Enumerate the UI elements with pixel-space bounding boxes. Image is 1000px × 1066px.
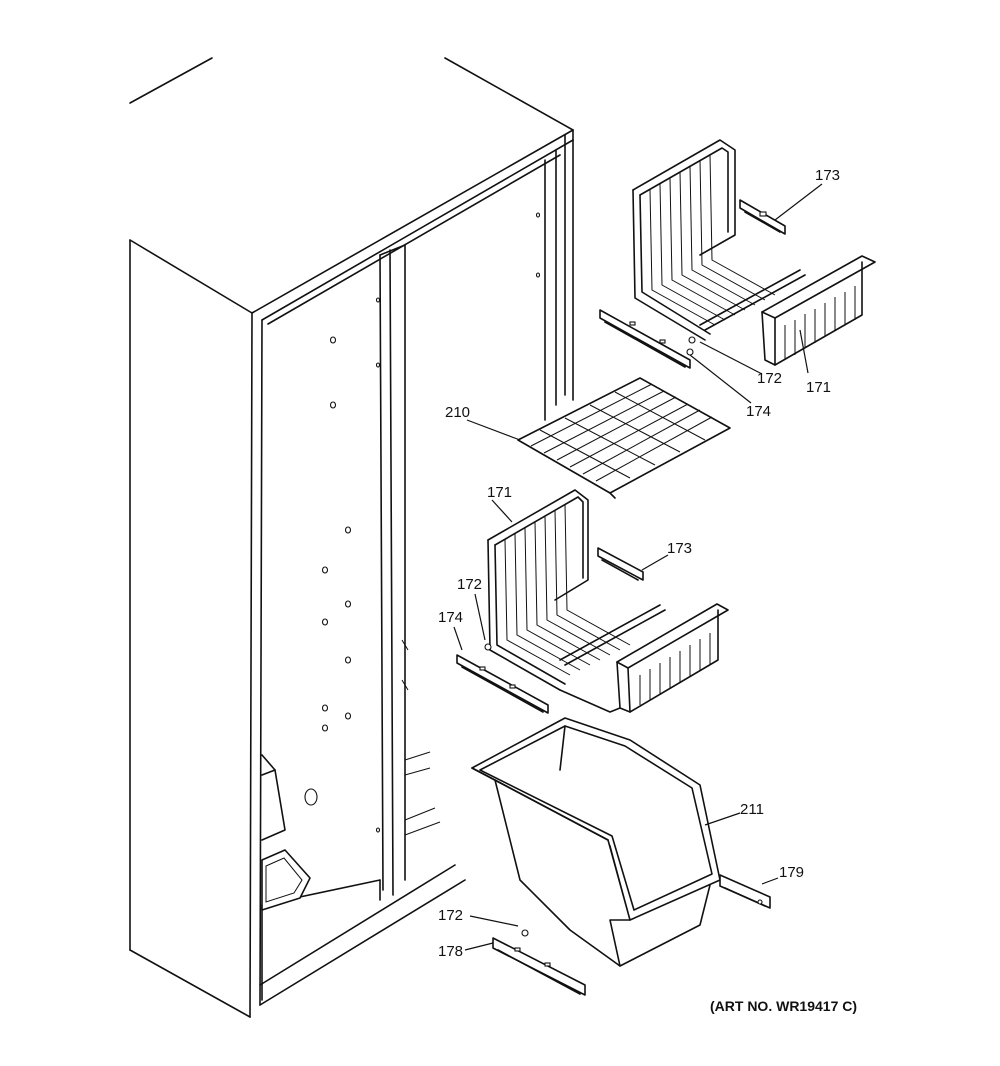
part-label-211: 211 [740,801,764,818]
part-labels: 173 172 171 174 210 171 173 172 174 211 … [438,167,857,1014]
part-label-178: 178 [438,943,463,960]
upper-rails [599,199,786,369]
part-label-210: 210 [445,404,470,421]
part-label-172-bottom: 172 [438,907,463,924]
part-label-173-lower: 173 [667,540,692,557]
art-number: (ART NO. WR19417 C) [710,998,857,1014]
upper-wire-basket [632,139,876,366]
part-label-172-upper: 172 [757,370,782,387]
part-label-174-upper: 174 [746,403,771,420]
leader-lines [453,183,823,951]
part-label-171-upper: 171 [806,379,831,396]
part-label-179: 179 [779,864,804,881]
part-label-173-upper: 173 [815,167,840,184]
part-label-174-lower: 174 [438,609,463,626]
refrigerator-cabinet [129,57,574,1018]
lower-wire-basket [487,489,729,713]
lower-rails [456,547,644,714]
bin-rail [719,874,771,909]
bottom-rail [492,929,586,996]
part-label-171-lower: 171 [487,484,512,501]
wire-shelf [517,377,731,499]
part-label-172-lower: 172 [457,576,482,593]
storage-bin [471,717,721,967]
